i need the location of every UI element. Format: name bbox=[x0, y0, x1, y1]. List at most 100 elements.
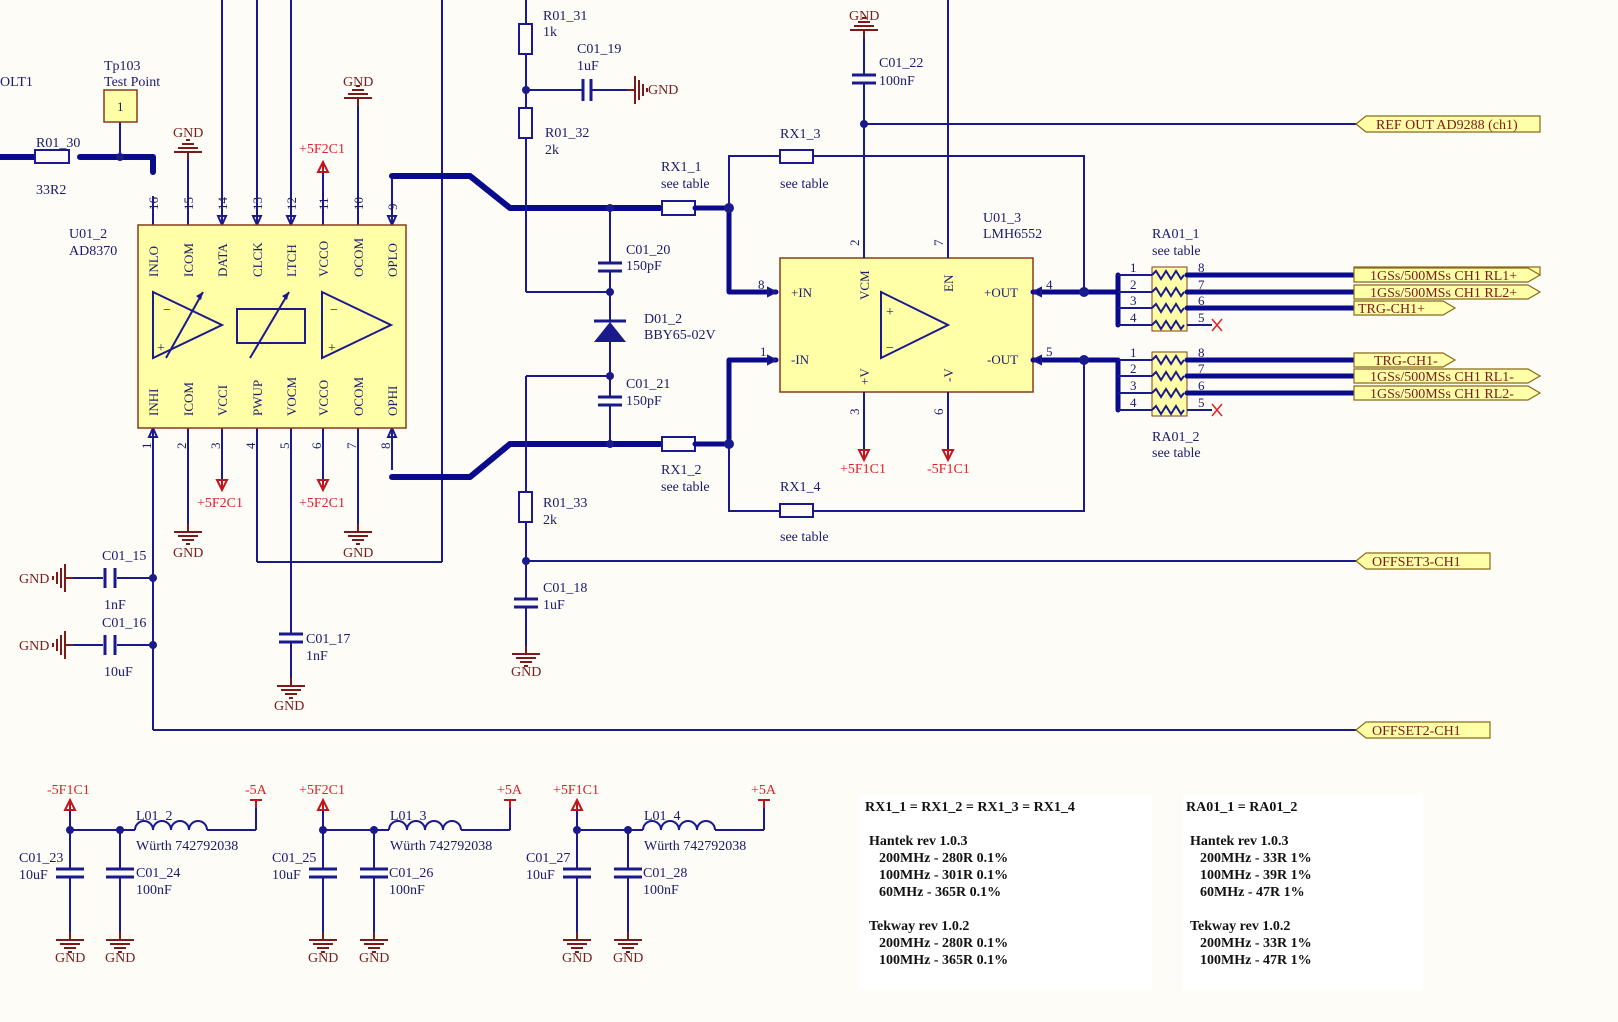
rl1n-label: 1GSs/500MSs CH1 RL1- bbox=[1370, 370, 1514, 385]
ra1-pin-5: 5 bbox=[1198, 310, 1205, 325]
gnd-label-c01-16: GND bbox=[19, 639, 49, 654]
f2-supply-in: +5F2C1 bbox=[299, 783, 345, 798]
rx1-2-value: see table bbox=[661, 480, 710, 495]
ad8370-top-pin-num-10: 10 bbox=[351, 197, 366, 210]
lmh6552-chip: + − bbox=[779, 0, 1360, 461]
ra1-pin-8: 8 bbox=[1198, 260, 1205, 275]
gnd-label-c01-15: GND bbox=[19, 572, 49, 587]
test-point-tp103: 1 Tp103 Test Point bbox=[103, 59, 160, 123]
ad8370-bot-pin-name-vcci: VCCI bbox=[215, 385, 230, 416]
c01-18-label: C01_18 bbox=[543, 581, 587, 596]
lmh-pin-vp: +V bbox=[857, 368, 872, 385]
c01-19-value: 1uF bbox=[577, 59, 599, 74]
ad8370-top-pin-num-14: 14 bbox=[215, 197, 230, 211]
ad8370-top-pin-num-16: 16 bbox=[146, 197, 161, 211]
lmh-pin-vcm: VCM bbox=[857, 270, 872, 300]
ra-rows-row: 100MHz - 47R 1% bbox=[1200, 953, 1312, 968]
gnd-f1-b: GND bbox=[105, 951, 135, 966]
c01-25-value: 10uF bbox=[272, 868, 301, 883]
c01-20-label: C01_20 bbox=[626, 243, 670, 258]
ra1-pin-1: 1 bbox=[1130, 260, 1137, 275]
f1-supply-out: -5A bbox=[245, 783, 268, 798]
c01-26-value: 100nF bbox=[389, 883, 425, 898]
c01-18-value: 1uF bbox=[543, 598, 565, 613]
gnd-label-c01-19: GND bbox=[648, 83, 678, 98]
ra01-2-label: RA01_2 bbox=[1152, 430, 1199, 445]
ra01-1-label: RA01_1 bbox=[1152, 227, 1199, 242]
rx-rows-row: 200MHz - 280R 0.1% bbox=[879, 851, 1008, 866]
lmh-pin-out-p: +OUT bbox=[984, 285, 1018, 300]
lmh-pin-en: EN bbox=[941, 274, 956, 292]
c01-17-label: C01_17 bbox=[306, 632, 350, 647]
filter-labels: -5F1C1 -5A L01_2 Würth 742792038 C01_23 … bbox=[19, 783, 777, 966]
resistor-array-ra01-2 bbox=[1115, 351, 1357, 417]
c01-24-value: 100nF bbox=[136, 883, 172, 898]
ad8370-bot-pin-name-inhi: INHI bbox=[146, 389, 161, 416]
ad8370-bot-pin-num-2: 2 bbox=[174, 443, 189, 450]
ad8370-top-pin-name-inlo: INLO bbox=[146, 246, 161, 277]
l01-2-part: Würth 742792038 bbox=[136, 839, 238, 854]
rx-rows-row: 100MHz - 365R 0.1% bbox=[879, 953, 1008, 968]
ad8370-bot-pin-num-1: 1 bbox=[139, 443, 154, 450]
c01-26-label: C01_26 bbox=[389, 866, 433, 881]
ra1-pin-7: 7 bbox=[1198, 277, 1205, 292]
c01-22-value: 100nF bbox=[879, 74, 915, 89]
lmh-pin-in-n: -IN bbox=[791, 352, 810, 367]
rx1-1-value: see table bbox=[661, 177, 710, 192]
c01-20-value: 150pF bbox=[626, 259, 662, 274]
svg-text:−: − bbox=[163, 303, 171, 318]
lmh-num-6: 6 bbox=[931, 408, 946, 415]
rx1-3-value: see table bbox=[780, 177, 829, 192]
p5f2c1-label-vcco-bot: +5F2C1 bbox=[299, 496, 345, 511]
ad8370-bot-pin-name-vcco: VCCO bbox=[316, 380, 331, 416]
lmh-pin-in-p: +IN bbox=[791, 285, 813, 300]
ra2-pin-1: 1 bbox=[1130, 345, 1137, 360]
offset3-label: OFFSET3-CH1 bbox=[1372, 555, 1461, 570]
left-edge-net-label: OLT1 bbox=[0, 75, 33, 90]
table-rx: RX1_1 = RX1_2 = RX1_3 = RX1_4 Hantek rev… bbox=[860, 795, 1152, 990]
ra2-pin-3: 3 bbox=[1130, 378, 1137, 393]
d01-2-part: BBY65-02V bbox=[644, 328, 716, 343]
rx-network bbox=[661, 149, 1085, 518]
ad8370-top-pin-name-oplo: OPLO bbox=[385, 243, 400, 277]
rx-rows-row: Tekway rev 1.0.2 bbox=[869, 919, 969, 934]
m5f1c1-label-lmh: -5F1C1 bbox=[927, 462, 970, 477]
gnd-f1-a: GND bbox=[55, 951, 85, 966]
c01-22-label: C01_22 bbox=[879, 56, 923, 71]
c01-21-value: 150pF bbox=[626, 394, 662, 409]
trgp-label: TRG-CH1+ bbox=[1358, 302, 1425, 317]
rl2p-label: 1GSs/500MSs CH1 RL2+ bbox=[1370, 286, 1517, 301]
r01-31-value: 1k bbox=[543, 25, 557, 40]
svg-text:+: + bbox=[328, 341, 336, 356]
p5f1c1-label-lmh: +5F1C1 bbox=[840, 462, 886, 477]
ad8370-top-pin-name-ocom: OCOM bbox=[351, 238, 366, 277]
f1-supply-in: -5F1C1 bbox=[47, 783, 90, 798]
gnd-label-ocom-top: GND bbox=[343, 75, 373, 90]
ad8370-bot-pin-name-ophi: OPHI bbox=[385, 386, 400, 416]
ad8370-bot-pin-num-8: 8 bbox=[378, 443, 393, 450]
rx1-4-label: RX1_4 bbox=[780, 480, 820, 495]
ad8370-top-pin-name-data: DATA bbox=[215, 243, 230, 277]
ad8370-top-pins: 16INLO15ICOM14DATA13CLCK12LTCH11VCCO10OC… bbox=[146, 197, 400, 278]
ra-rows-row: Tekway rev 1.0.2 bbox=[1190, 919, 1290, 934]
ref-out-label: REF OUT AD9288 (ch1) bbox=[1376, 118, 1518, 133]
c01-15-label: C01_15 bbox=[102, 549, 146, 564]
ra2-pin-8: 8 bbox=[1198, 345, 1205, 360]
vary-cap-network bbox=[511, 0, 1360, 667]
c01-19-label: C01_19 bbox=[577, 42, 621, 57]
c01-24-label: C01_24 bbox=[136, 866, 180, 881]
l01-3-label: L01_3 bbox=[390, 809, 427, 824]
c01-23-value: 10uF bbox=[19, 868, 48, 883]
ad8370-wiring bbox=[0, 0, 1360, 731]
l01-4-label: L01_4 bbox=[644, 809, 681, 824]
f3-supply-out: +5A bbox=[751, 783, 777, 798]
d01-2-label: D01_2 bbox=[644, 312, 682, 327]
gnd-label-c01-17: GND bbox=[274, 699, 304, 714]
net-flag-text: REF OUT AD9288 (ch1) 1GSs/500MSs CH1 RL1… bbox=[1358, 118, 1518, 739]
lmh-num-2: 2 bbox=[847, 240, 862, 247]
lmh-num-4: 4 bbox=[1046, 277, 1053, 292]
p5f2c1-label-vcco-top: +5F2C1 bbox=[299, 142, 345, 157]
ra2-pin-5: 5 bbox=[1198, 395, 1205, 410]
ad8370-bot-pin-name-pwup: PWUP bbox=[250, 380, 265, 416]
